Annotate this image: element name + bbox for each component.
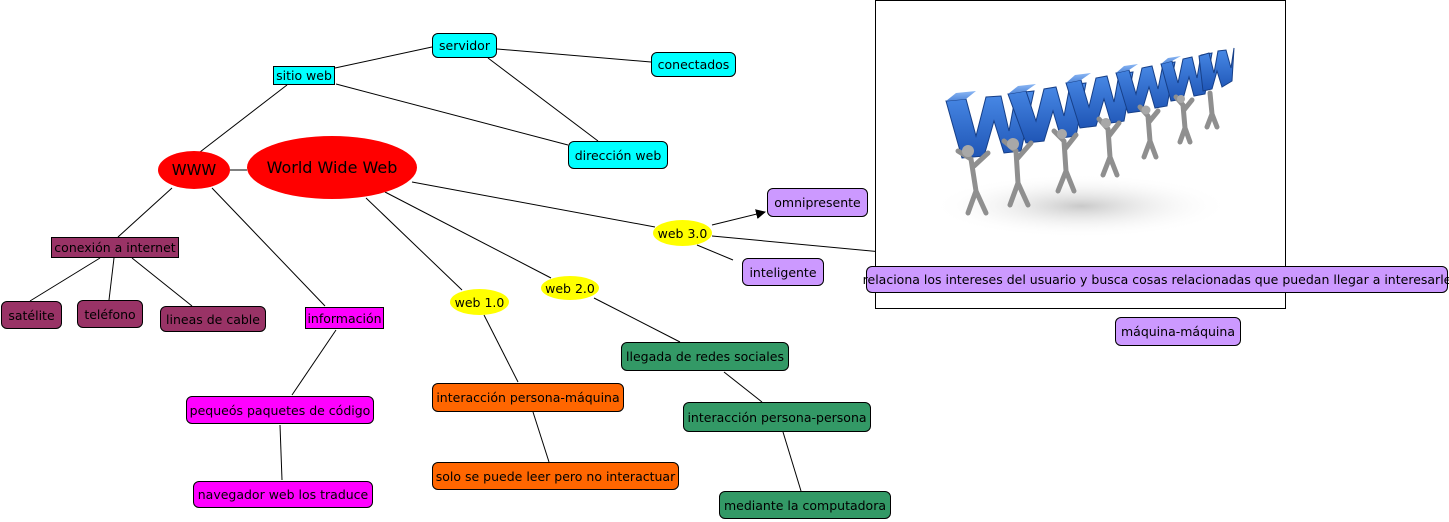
- figure-4: [1096, 116, 1122, 178]
- node-satelite[interactable]: satélite: [1, 301, 62, 329]
- link-sitioweb-direccion: [335, 83, 569, 146]
- figure-6: [1173, 94, 1195, 145]
- node-solo-leer[interactable]: solo se puede leer pero no interactuar: [432, 462, 679, 490]
- node-interaccion-persona-maquina[interactable]: interacción persona-máquina: [432, 383, 624, 412]
- figure-5: [1137, 104, 1161, 160]
- figure-1: [955, 148, 991, 216]
- link-www-informacion: [211, 187, 326, 307]
- node-mediante-computadora[interactable]: mediante la computadora: [719, 491, 891, 519]
- link-web20-redes: [593, 297, 681, 343]
- node-web-3-0[interactable]: web 3.0: [653, 220, 712, 246]
- node-navegador[interactable]: navegador web los traduce: [193, 481, 373, 508]
- link-servidor-direccion: [487, 57, 599, 142]
- link-web30-inteligente: [696, 244, 734, 261]
- link-web30-omnipresente: [711, 209, 766, 226]
- node-direccion-web[interactable]: dirección web: [568, 141, 668, 169]
- figure-3: [1051, 128, 1079, 194]
- node-paquetes-codigo[interactable]: pequeós paquetes de código: [186, 396, 374, 424]
- letter-w-6: [1198, 47, 1235, 92]
- link-informacion-paquetes: [291, 329, 337, 396]
- node-conectados[interactable]: conectados: [651, 52, 736, 77]
- link-web10-interaccion: [483, 314, 519, 383]
- node-lineas-cable[interactable]: lineas de cable: [160, 306, 266, 332]
- node-web-1-0[interactable]: web 1.0: [450, 289, 509, 315]
- node-maquina-maquina[interactable]: máquina-máquina: [1115, 317, 1241, 346]
- node-www[interactable]: WWW: [158, 151, 230, 189]
- link-interaccion-sololeer: [532, 411, 550, 463]
- link-conexion-satelite: [29, 257, 101, 302]
- node-web-2-0[interactable]: web 2.0: [541, 276, 599, 300]
- link-conexion-telefono: [108, 257, 115, 301]
- node-conexion-internet[interactable]: conexión a internet: [51, 237, 179, 258]
- node-relaciona-intereses[interactable]: relaciona los intereses del usuario y bu…: [863, 266, 1449, 293]
- node-servidor[interactable]: servidor: [432, 33, 497, 58]
- node-informacion[interactable]: información: [305, 307, 384, 329]
- link-sitioweb-servidor: [334, 46, 433, 69]
- node-sitio-web[interactable]: sitio web: [273, 66, 335, 85]
- www-illustration-frame: [875, 0, 1286, 309]
- node-omnipresente[interactable]: omnipresente: [767, 188, 868, 217]
- link-interaccionpp-computadora: [782, 431, 802, 492]
- www-letters-illustration: [931, 47, 1235, 238]
- link-www-sitioweb: [199, 84, 288, 153]
- link-wwweb-web20: [384, 191, 552, 279]
- node-telefono[interactable]: teléfono: [77, 300, 143, 328]
- link-redes-interaccionpp: [723, 371, 763, 403]
- link-conexion-lineas: [131, 257, 193, 307]
- node-interaccion-persona-persona[interactable]: interacción persona-persona: [683, 402, 871, 432]
- node-world-wide-web[interactable]: World Wide Web: [247, 136, 417, 199]
- figure-2: [1001, 138, 1034, 208]
- link-servidor-conectados: [496, 48, 652, 63]
- node-redes-sociales[interactable]: llegada de redes sociales: [621, 342, 789, 371]
- figure-7: [1204, 90, 1220, 130]
- link-wwweb-web30: [411, 181, 656, 228]
- letter-w-3: [1065, 71, 1134, 129]
- node-inteligente[interactable]: inteligente: [742, 258, 824, 286]
- link-paquetes-navegador: [279, 424, 283, 481]
- link-www-conexion: [117, 187, 173, 238]
- link-web30-relaciona: [711, 235, 894, 254]
- link-wwweb-web10: [365, 197, 463, 291]
